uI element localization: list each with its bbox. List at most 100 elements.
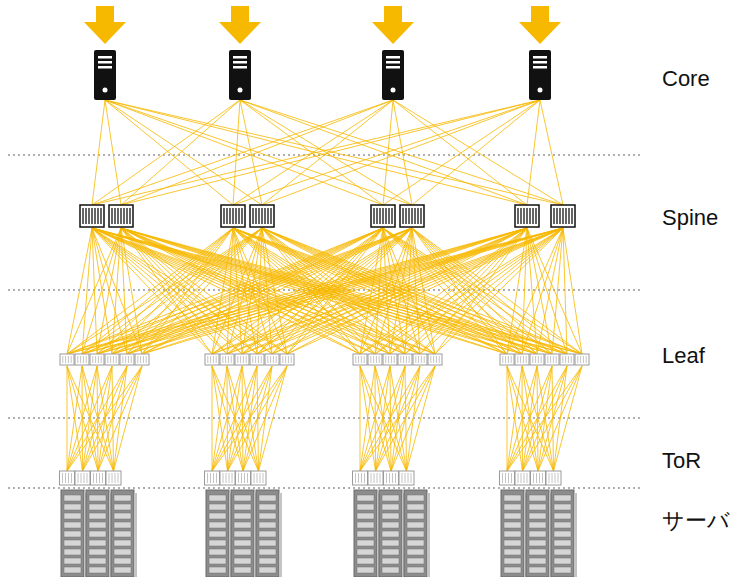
rack-unit [234, 540, 251, 546]
network-link [112, 228, 527, 354]
switch-port [112, 473, 113, 483]
rack-unit [114, 558, 131, 564]
switch-port [400, 356, 401, 363]
tor-layer [60, 471, 562, 485]
network-link [522, 366, 538, 471]
switch-port [223, 208, 224, 224]
core-server [94, 50, 116, 100]
rack-unit [382, 495, 399, 501]
network-link [98, 366, 142, 471]
network-link [360, 366, 390, 471]
rack-unit [89, 504, 106, 510]
dotted-separator [8, 487, 640, 489]
network-link [142, 228, 563, 354]
tor-switch [546, 471, 561, 485]
rack-unit [234, 549, 251, 555]
network-link [212, 366, 242, 471]
switch-port [252, 208, 253, 224]
rack-unit [357, 567, 374, 573]
network-link [376, 366, 436, 471]
switch-port [373, 356, 374, 363]
network-link [97, 228, 563, 354]
leaf-switch [398, 354, 412, 365]
leaf-switch [413, 354, 427, 365]
network-link [227, 228, 563, 354]
inflow-arrow [519, 6, 561, 44]
switch-port [389, 473, 390, 483]
switch-port [273, 356, 274, 363]
leaf-switch [120, 354, 134, 365]
switch-port [65, 473, 66, 483]
leaf-switch [280, 354, 294, 365]
switch-port [379, 356, 380, 363]
network-link [97, 228, 412, 354]
network-link [121, 100, 240, 205]
rack-unit [259, 513, 276, 519]
rack-unit [89, 531, 106, 537]
network-link [405, 228, 527, 354]
network-link [523, 366, 583, 471]
network-link [272, 228, 563, 354]
switch-port [96, 473, 97, 483]
switch-port [580, 356, 581, 363]
rack-unit [114, 495, 131, 501]
rack-unit [234, 531, 251, 537]
switch-port [68, 356, 69, 363]
switch-port [511, 473, 512, 483]
switch-port [228, 356, 229, 363]
switch-port [529, 208, 530, 224]
switch-port [520, 356, 521, 363]
switch-port [586, 356, 587, 363]
rack-unit [357, 531, 374, 537]
switch-port [523, 208, 524, 224]
switch-port [231, 356, 232, 363]
network-link [105, 100, 412, 205]
network-link [393, 100, 527, 205]
network-link [212, 228, 563, 354]
rack-unit [504, 549, 521, 555]
network-link [522, 228, 527, 354]
network-link [67, 366, 98, 471]
server-slot [533, 61, 547, 64]
switch-port [122, 356, 123, 363]
switch-port [568, 356, 569, 363]
network-link [393, 100, 412, 205]
network-link [82, 228, 262, 354]
switch-port [415, 356, 416, 363]
rack-unit [554, 513, 571, 519]
rack-unit [529, 567, 546, 573]
switch-port [94, 208, 95, 224]
rack-unit [234, 504, 251, 510]
switch-port [565, 208, 566, 224]
server-rack [111, 490, 134, 577]
network-link [360, 366, 361, 471]
rack-unit [64, 513, 81, 519]
rack-side [134, 493, 137, 577]
leaf-switch [545, 354, 559, 365]
rack-unit [504, 522, 521, 528]
network-link [360, 366, 391, 471]
switch-port [235, 208, 236, 224]
server-slot [386, 66, 400, 69]
rack-unit [64, 540, 81, 546]
network-link [227, 366, 243, 471]
switch-port [241, 473, 242, 483]
switch-port [123, 208, 124, 224]
switch-port [379, 208, 380, 224]
switch-port [568, 208, 569, 224]
network-link [360, 366, 407, 471]
switch-port [403, 356, 404, 363]
tor-switch [368, 471, 383, 485]
network-link [240, 100, 527, 205]
rack-unit [554, 567, 571, 573]
rack-unit [504, 531, 521, 537]
switch-port [285, 356, 286, 363]
tor-switch [515, 471, 530, 485]
switch-port [71, 356, 72, 363]
network-link [105, 100, 121, 205]
rack-unit [64, 567, 81, 573]
rack-unit [407, 531, 424, 537]
network-link [114, 366, 143, 471]
switch-port [213, 473, 214, 483]
switch-port [358, 473, 359, 483]
